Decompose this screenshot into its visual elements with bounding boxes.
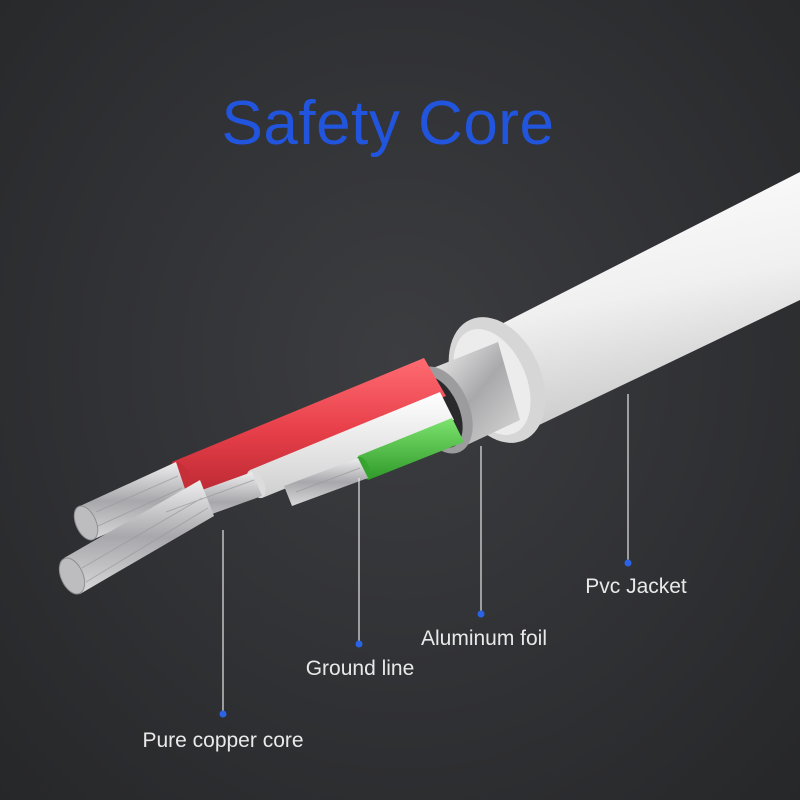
- leader-dots: [219, 559, 632, 718]
- label-aluminum-foil: Aluminum foil: [420, 627, 548, 650]
- leader-dot-pvc-jacket: [624, 559, 632, 567]
- leader-dot-pure-copper-core: [219, 710, 227, 718]
- label-ground-line: Ground line: [305, 657, 415, 680]
- leader-dot-ground-line: [355, 640, 363, 648]
- leader-lines: [222, 394, 629, 712]
- label-pvc-jacket: Pvc Jacket: [585, 575, 687, 598]
- label-pure-copper-core: Pure copper core: [142, 729, 304, 752]
- copper-strands: [58, 458, 368, 595]
- diagram-title: Safety Core: [221, 89, 555, 158]
- leader-dot-aluminum-foil: [477, 610, 485, 618]
